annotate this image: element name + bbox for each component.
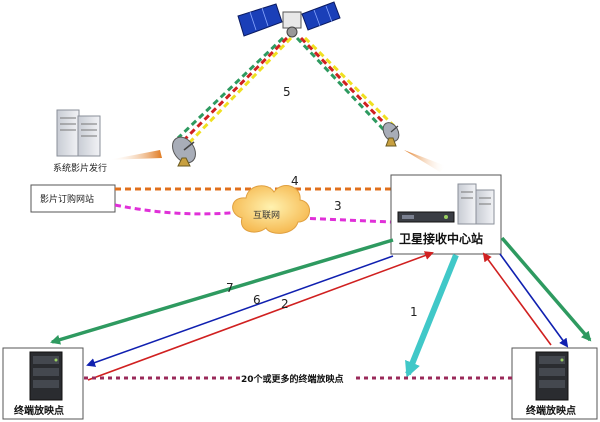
link-6-right-line <box>499 253 569 348</box>
rack-equipment-icon <box>397 211 455 223</box>
website-box <box>30 184 116 213</box>
website-label: 影片订购网站 <box>40 193 94 205</box>
satellite-dish-icon-right <box>382 122 400 147</box>
projector-cabinet-icon <box>29 351 63 401</box>
distribution-label: 系统影片发行 <box>53 162 107 174</box>
terminal-left-label: 终端放映点 <box>14 404 64 417</box>
terminals-note: 20个或更多的终端放映点 <box>241 373 344 385</box>
projector-cabinet-icon-right <box>535 351 569 401</box>
link-3-line-b <box>299 216 392 224</box>
link-1-line <box>405 253 459 378</box>
link-6-line <box>86 255 394 367</box>
satellite-icon <box>237 1 341 38</box>
server-tower-icon <box>56 109 101 157</box>
link-3-line-a <box>114 203 241 216</box>
link-number-5: 5 <box>283 85 291 99</box>
downlink-beam <box>404 150 446 172</box>
link-7-line <box>50 238 394 345</box>
link-2-line <box>87 251 434 381</box>
satellite-link-5 <box>176 36 396 144</box>
uplink-beam <box>108 150 162 160</box>
link-2-right-line <box>482 252 552 346</box>
link-number-1: 1 <box>410 305 418 319</box>
server-tower-icon-center <box>457 183 495 225</box>
satellite-dish-icon <box>172 136 196 167</box>
link-number-3: 3 <box>334 199 342 213</box>
terminals-note-bg <box>240 371 356 385</box>
link-number-4: 4 <box>291 174 299 188</box>
receiving-center-label: 卫星接收中心站 <box>399 231 483 246</box>
link-number-6: 6 <box>253 293 261 307</box>
link-number-7: 7 <box>226 281 234 295</box>
link-7-right-line <box>500 236 592 342</box>
link-number-2: 2 <box>281 297 289 311</box>
internet-label: 互联网 <box>253 210 280 221</box>
terminal-right-label: 终端放映点 <box>526 404 576 417</box>
internet-cloud <box>232 185 310 234</box>
